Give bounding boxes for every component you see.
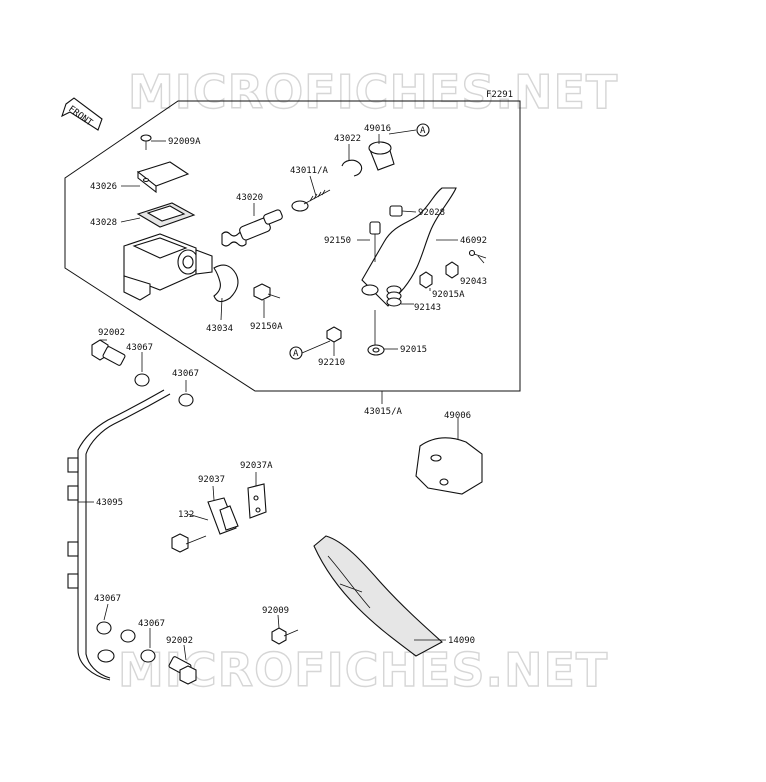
washer-43067-b [178, 393, 194, 407]
label-43067-d: 43067 [138, 619, 165, 629]
label-43022: 43022 [334, 134, 361, 144]
label-43067-b: 43067 [172, 369, 199, 379]
washer-43067-a [134, 373, 150, 387]
label-92002-top: 92002 [98, 328, 125, 338]
assembly-outline [64, 100, 521, 392]
push-rod-43011A [291, 189, 331, 212]
master-cylinder-body [123, 233, 213, 301]
label-92150: 92150 [324, 236, 351, 246]
guard-14090 [313, 535, 443, 657]
label-92009A: 92009A [168, 137, 201, 147]
front-arrow-icon: FRONT [61, 97, 103, 131]
screw-92009A [140, 134, 152, 150]
diaphragm-43028 [136, 202, 196, 228]
label-92037: 92037 [198, 475, 225, 485]
label-43034: 43034 [206, 324, 233, 334]
label-14090: 14090 [448, 636, 475, 646]
spring-92143 [386, 285, 402, 307]
label-92143: 92143 [414, 303, 441, 313]
label-43026: 43026 [90, 182, 117, 192]
figure-code: F2291 [486, 90, 513, 100]
label-43015A: 43015/A [364, 407, 403, 417]
label-49006: 49006 [444, 411, 471, 421]
cotter-pin-92043 [468, 249, 487, 259]
label-92015A: 92015A [432, 290, 465, 300]
label-43067-c: 43067 [94, 594, 121, 604]
bolt-132 [171, 533, 207, 553]
bushing-92015 [367, 344, 385, 356]
label-46092: 46092 [460, 236, 487, 246]
label-92028: 92028 [418, 208, 445, 218]
label-92002-bottom: 92002 [166, 636, 193, 646]
bolt-92009 [271, 627, 299, 645]
watermark-top: MICROFICHES.NET [128, 65, 618, 119]
label-92037A: 92037A [240, 461, 273, 471]
nut-92043-washer [445, 261, 459, 279]
label-92015: 92015 [400, 345, 427, 355]
banjo-bolt-92002-bottom [168, 656, 197, 685]
label-92150A: 92150A [250, 322, 283, 332]
leader-lines [78, 129, 485, 661]
bracket-92037 [207, 497, 239, 535]
bolt-92150A [253, 283, 281, 301]
label-92210: 92210 [318, 358, 345, 368]
label-43095: 43095 [96, 498, 123, 508]
brake-hose-43095 [67, 389, 171, 681]
label-132: 132 [178, 510, 194, 520]
bleeder-boot-49006 [415, 437, 483, 495]
nut-92210 [326, 326, 342, 343]
label-92043: 92043 [460, 277, 487, 287]
label-43028: 43028 [90, 218, 117, 228]
label-43067-a: 43067 [126, 343, 153, 353]
clamp-43034 [213, 264, 239, 303]
label-43020: 43020 [236, 193, 263, 203]
label-49016: 49016 [364, 124, 391, 134]
bracket-92037A [247, 483, 267, 519]
reservoir-cap-43026 [136, 161, 190, 194]
nut-92015A [419, 271, 433, 289]
boot-49016 [368, 141, 395, 171]
washer-43067-c [96, 621, 112, 635]
pivot-bolt-92150 [369, 221, 381, 262]
banjo-bolt-92002-top [91, 339, 126, 366]
piston-kit-43020 [221, 209, 283, 247]
watermark-bottom: MICROFICHES.NET [118, 643, 608, 697]
ref-marker-a-top [416, 123, 430, 137]
ref-marker-a-top-text: A [420, 126, 426, 136]
label-92009: 92009 [262, 606, 289, 616]
washer-43067-d [140, 649, 156, 663]
ref-marker-a-bottom-text: A [293, 349, 299, 359]
bolt-92028 [389, 205, 403, 217]
label-43011A: 43011/A [290, 166, 329, 176]
lever-46092 [361, 187, 457, 307]
circlip-43022 [341, 159, 363, 177]
